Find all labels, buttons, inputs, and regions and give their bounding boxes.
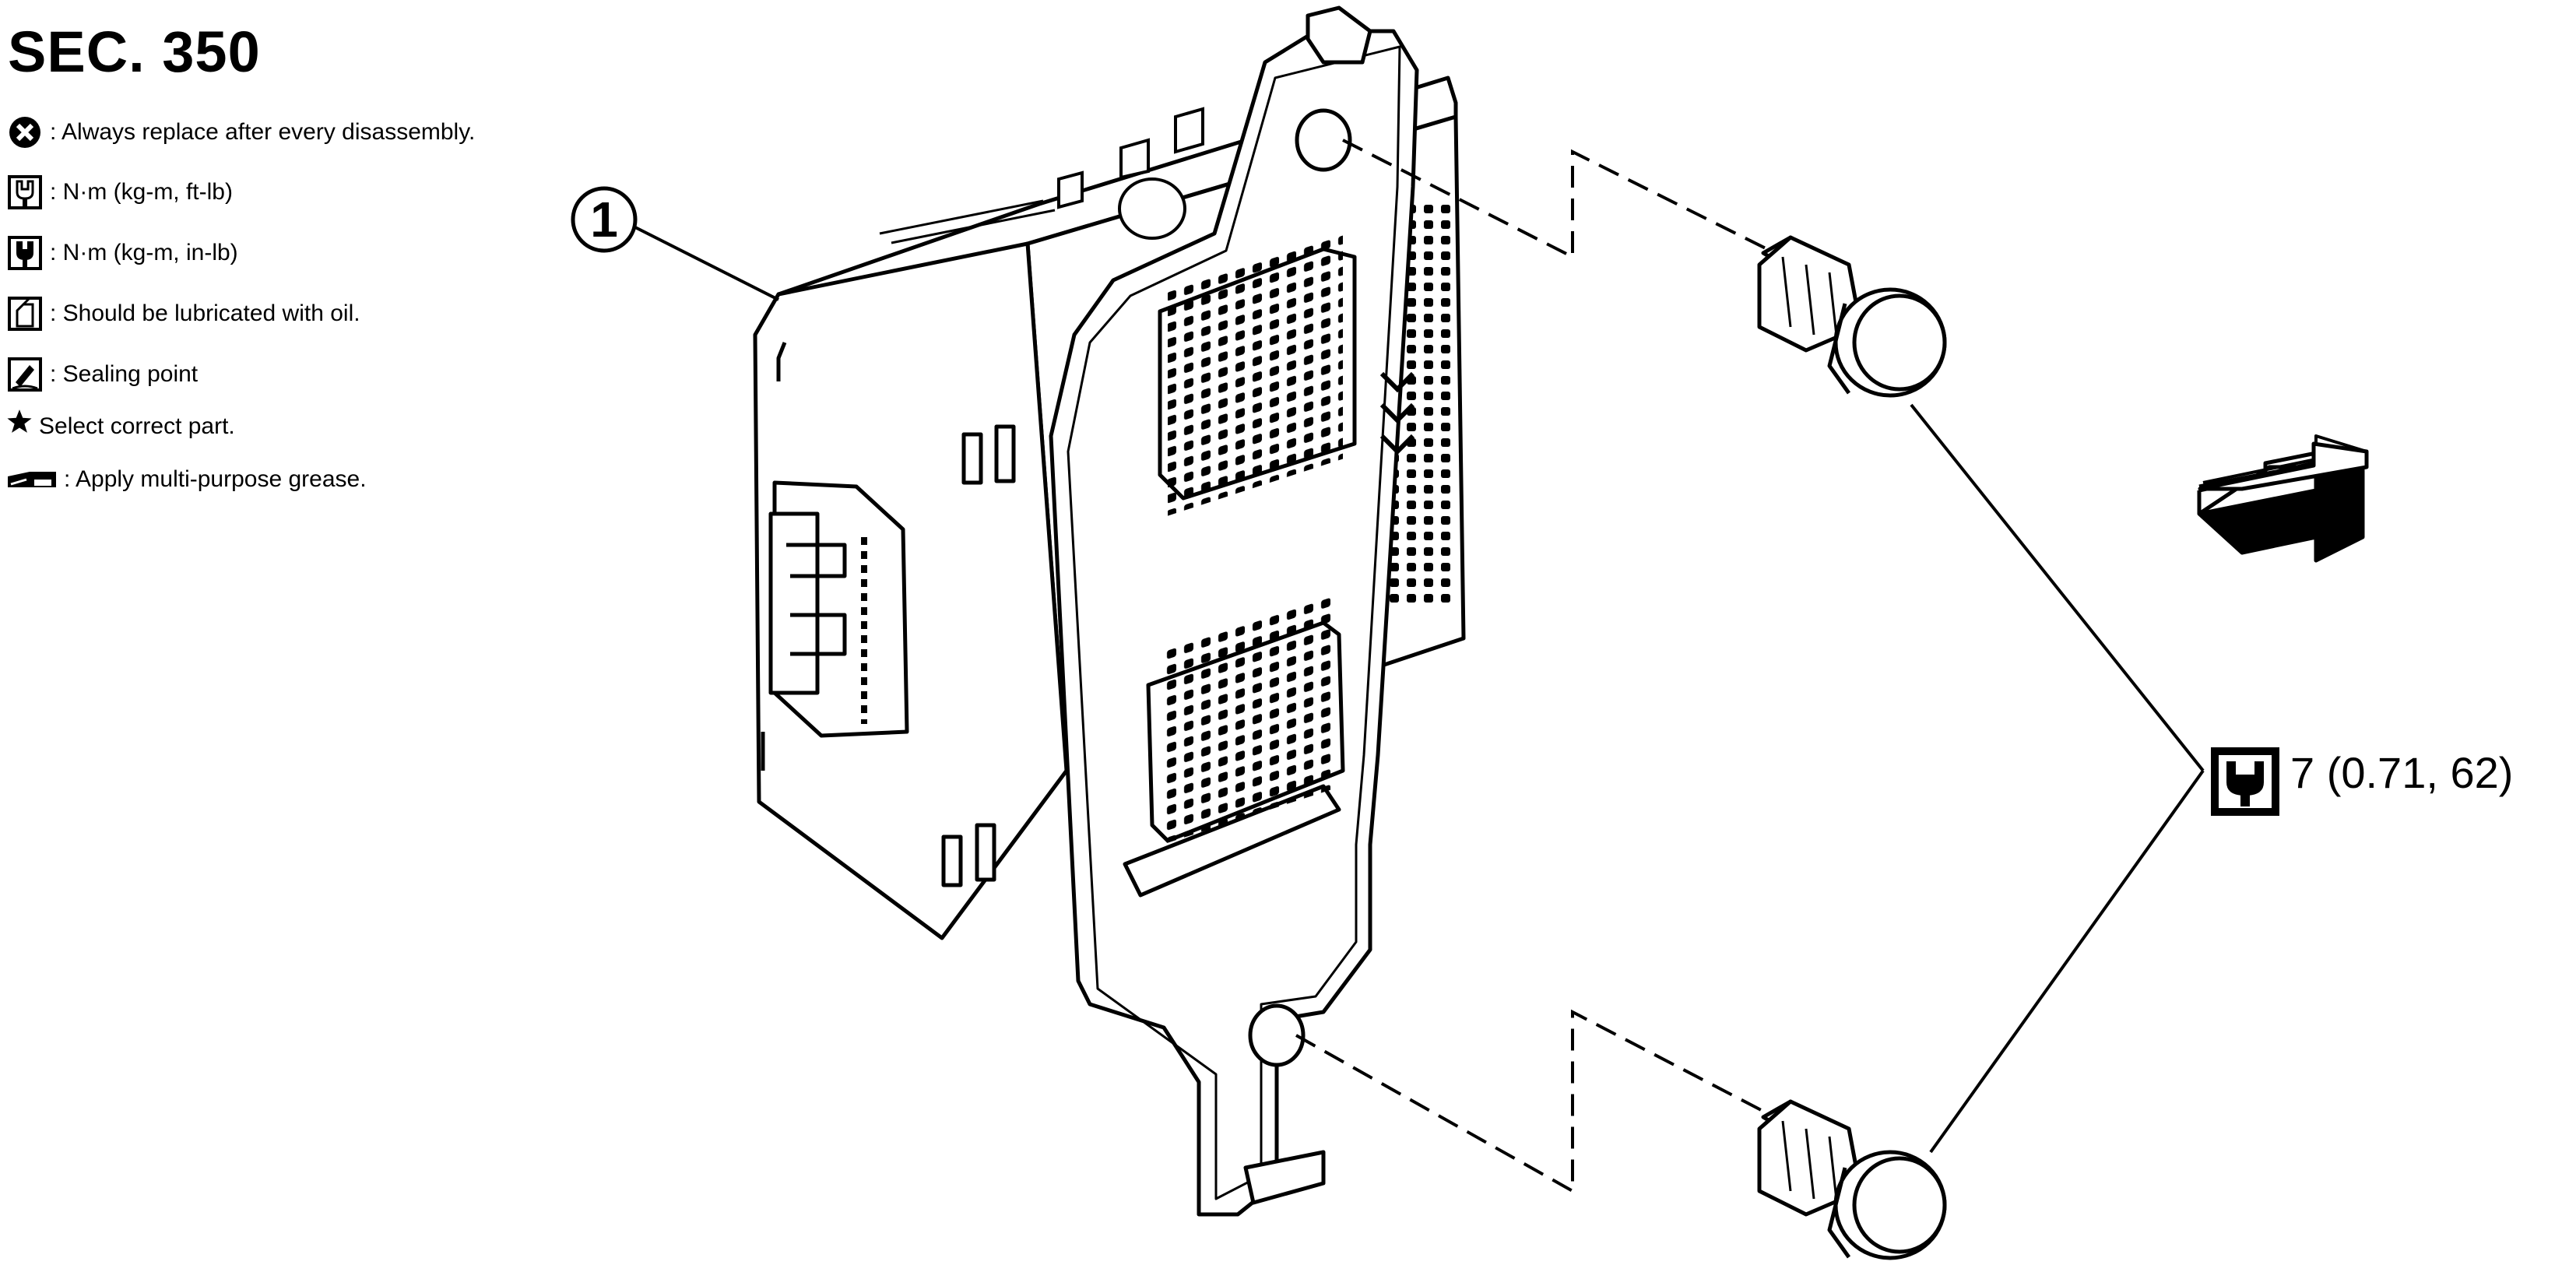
grease-icon: [6, 461, 58, 498]
legend-item-torque-inlb: : N·m (kg-m, in-lb): [6, 230, 238, 276]
legend-text-star: Select correct part.: [39, 413, 235, 439]
legend-text-torque-ftlb: : N·m (kg-m, ft-lb): [50, 179, 233, 205]
star-icon: [6, 408, 33, 445]
bolt-lower: [1757, 1099, 1947, 1260]
vent-grid-lower: [1160, 593, 1335, 845]
legend-text-replace: : Always replace after every disassembly…: [50, 119, 476, 145]
torque-wrench-icon: [6, 174, 44, 211]
oil-can-icon: [6, 295, 44, 332]
callout-leader-1: [634, 226, 779, 301]
torque-wrench-inlb-icon: [2211, 747, 2279, 816]
replace-icon: [6, 114, 44, 151]
top-mounting-tabs: [1057, 107, 1204, 240]
torque-wrench-inlb-icon: [6, 234, 44, 272]
sealant-icon: [6, 356, 44, 393]
legend-item-oil: : Should be lubricated with oil.: [6, 290, 360, 337]
legend-text-grease: : Apply multi-purpose grease.: [64, 466, 367, 492]
vent-grid-upper: [1168, 233, 1343, 516]
bolt-upper: [1757, 235, 1947, 398]
legend-item-star: Select correct part.: [6, 403, 235, 450]
legend-text-sealant: : Sealing point: [50, 361, 199, 387]
legend-item-replace: : Always replace after every disassembly…: [6, 109, 475, 156]
legend-item-torque-ftlb: : N·m (kg-m, ft-lb): [6, 169, 233, 216]
legend-item-sealant: : Sealing point: [6, 351, 198, 398]
torque-value: 7 (0.71, 62): [2290, 748, 2514, 797]
legend-item-grease: : Apply multi-purpose grease.: [6, 456, 367, 503]
torque-leader-lines: [1910, 403, 2205, 1154]
section-title: SEC. 350: [8, 19, 261, 84]
front-direction-arrow-icon: [2197, 434, 2369, 563]
callout-label-1: 1: [590, 191, 618, 248]
callout-circle-1: [571, 186, 638, 253]
orientation-marks: [1379, 371, 1415, 455]
connector-port: [768, 480, 909, 738]
installation-guide-lines: [1295, 139, 1768, 1194]
legend-text-oil: : Should be lubricated with oil.: [50, 300, 360, 326]
legend-text-torque-inlb: : N·m (kg-m, in-lb): [50, 240, 238, 265]
